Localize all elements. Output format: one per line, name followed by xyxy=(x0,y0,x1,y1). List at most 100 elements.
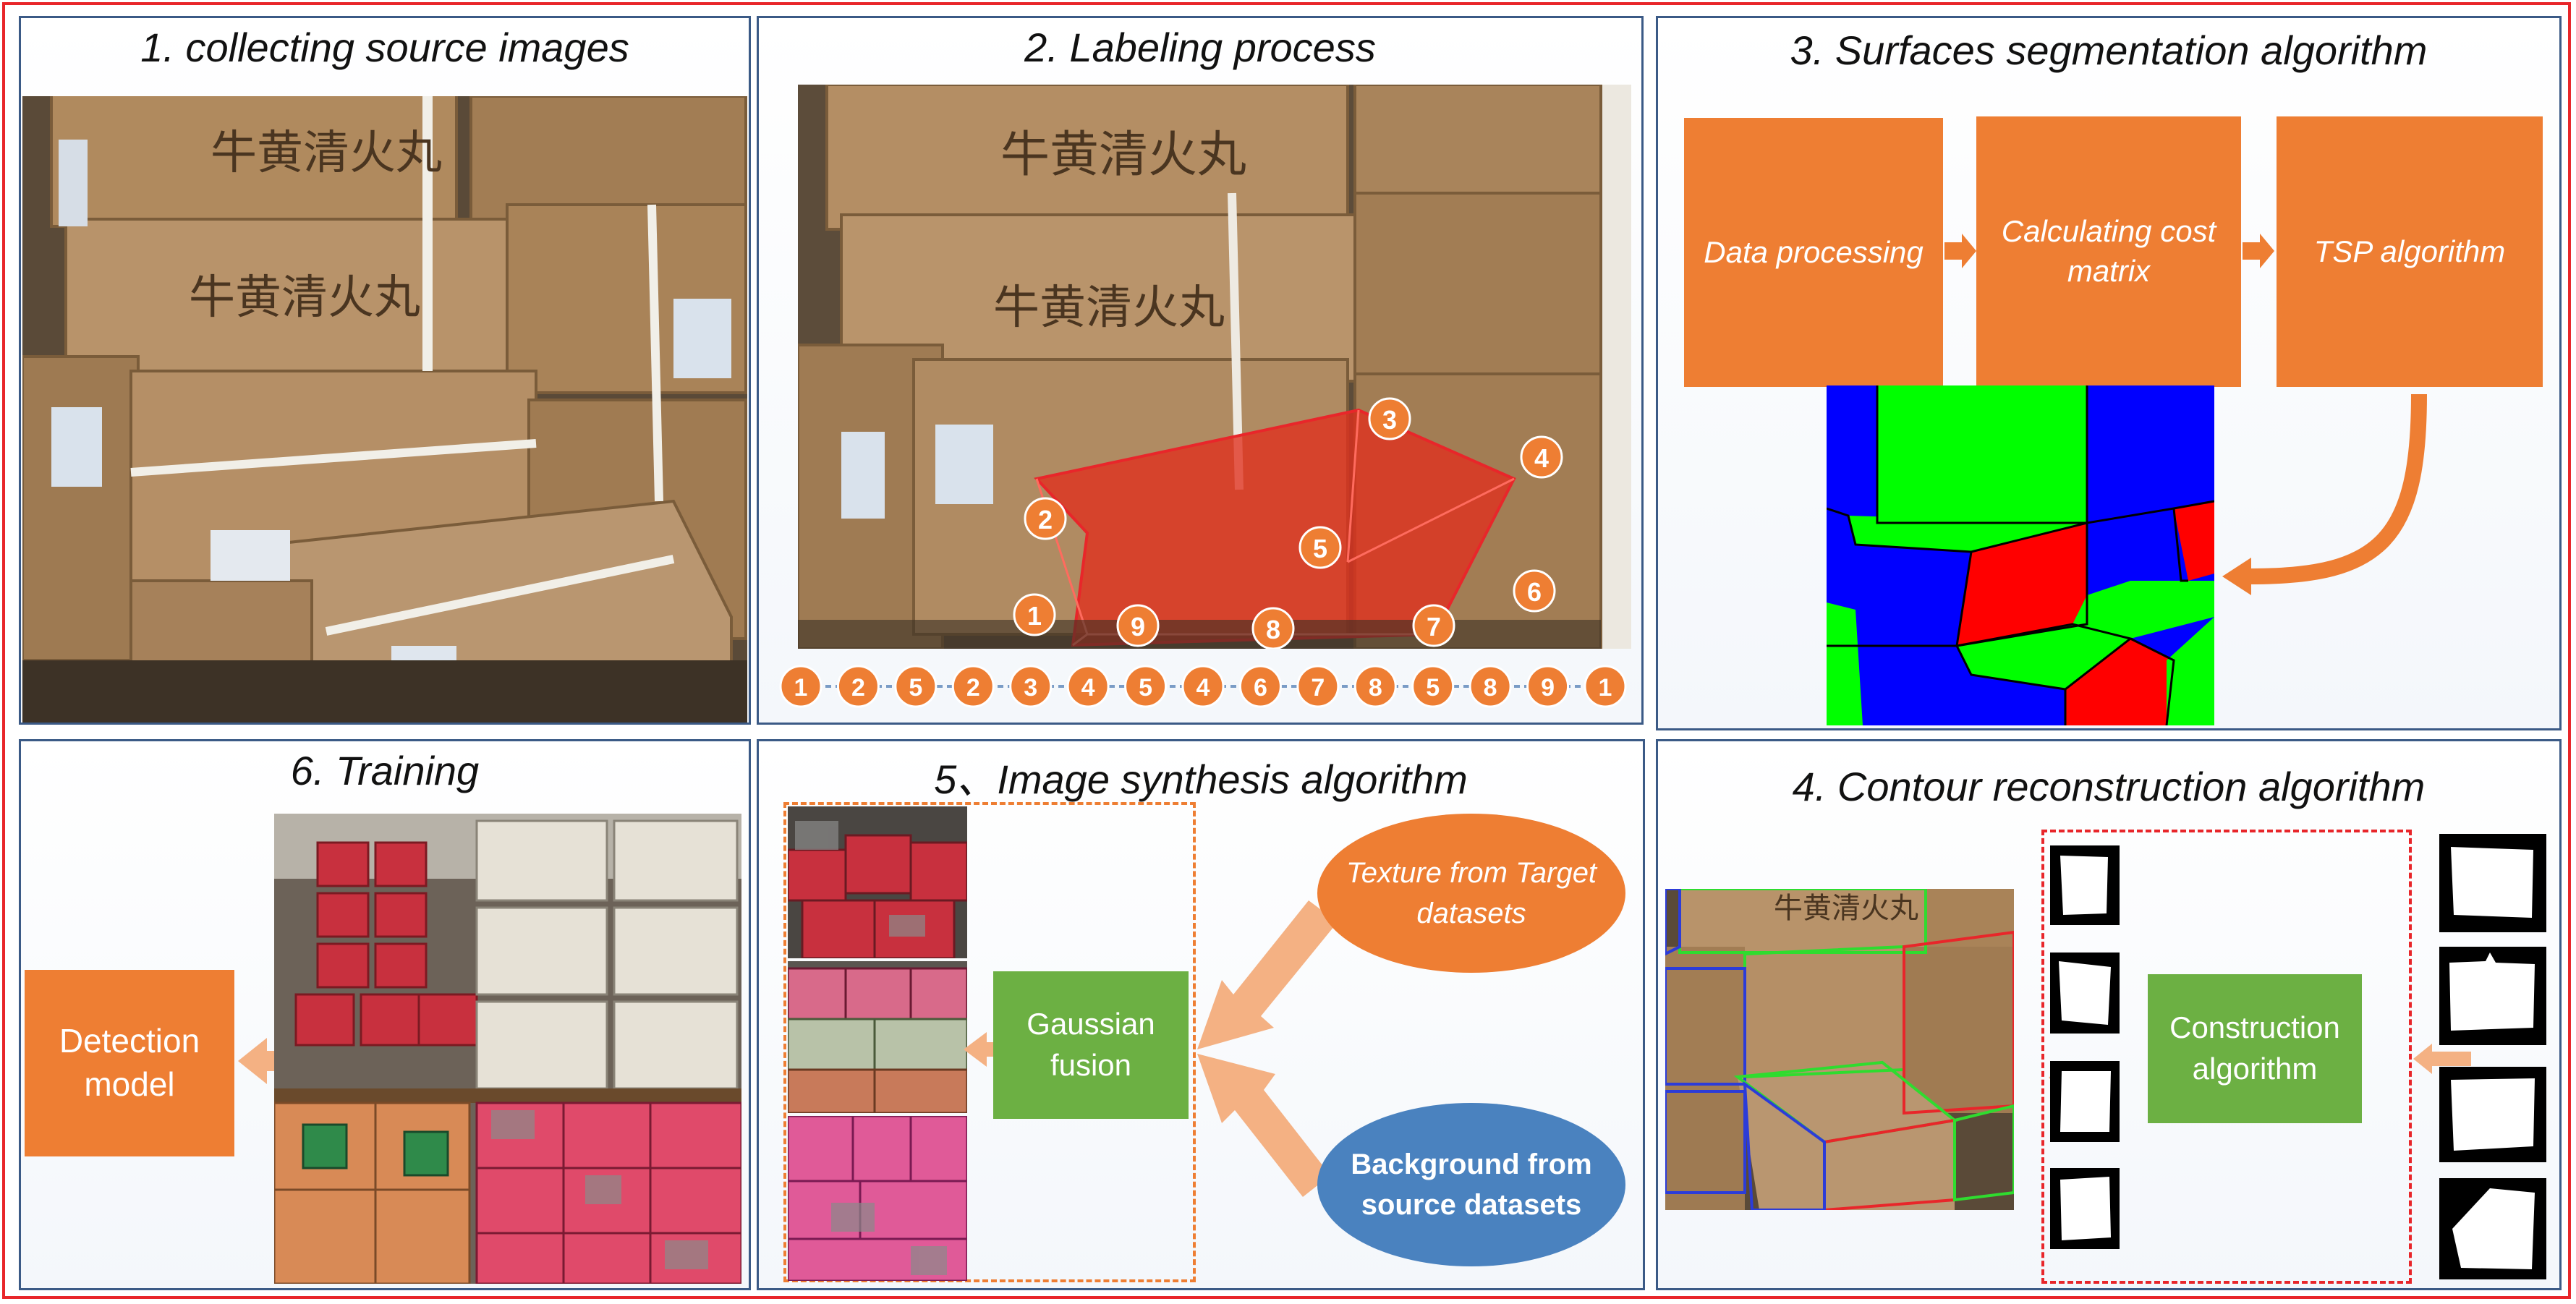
panel-collecting-source-images: 1. collecting source images xyxy=(19,16,751,725)
sequence-step: 8 xyxy=(1353,665,1397,708)
sequence-step-label: 8 xyxy=(1484,674,1497,702)
sequence-step: 5 xyxy=(894,665,938,708)
sequence-step: 2 xyxy=(836,665,880,708)
fusion-input-arrows xyxy=(1197,900,1338,1197)
point-marker-1: 1 xyxy=(1013,593,1056,636)
raw-mask-2 xyxy=(2439,947,2546,1045)
synthesized-images-group xyxy=(783,802,1196,1282)
step-calculating-cost-matrix: Calculating cost matrix xyxy=(1976,116,2241,387)
arrow-icon xyxy=(1197,900,1338,1049)
sequence-step-label: 1 xyxy=(794,674,808,702)
svg-text:4: 4 xyxy=(1534,443,1549,473)
box-print-text: 牛黄清火丸 xyxy=(993,281,1225,333)
sequence-step: 4 xyxy=(1181,665,1225,708)
point-marker-3: 3 xyxy=(1368,397,1411,440)
panel-contour-reconstruction: 4. Contour reconstruction algorithm 牛黄清火… xyxy=(1656,739,2562,1290)
box-print-text: 牛黄清火丸 xyxy=(1000,127,1246,182)
synthesized-image-1 xyxy=(788,806,967,958)
box-print-text: 牛黄清火丸 xyxy=(189,271,420,323)
sequence-step-label: 5 xyxy=(909,674,922,702)
panel-title: 6. Training xyxy=(290,748,480,793)
sequence-step-label: 2 xyxy=(851,674,865,702)
initial-mask-2 xyxy=(2050,953,2120,1034)
step-data-processing: Data processing xyxy=(1684,118,1943,387)
sequence-step: 5 xyxy=(1124,665,1168,708)
sequence-step: 7 xyxy=(1296,665,1340,708)
point-marker-4: 4 xyxy=(1520,435,1563,479)
arrow-right-icon xyxy=(1944,234,1976,268)
sequence-step-label: 6 xyxy=(1254,674,1267,702)
svg-text:1: 1 xyxy=(1027,601,1042,631)
box-print-text: 牛黄清火丸 xyxy=(211,127,442,179)
sequence-step-label: 8 xyxy=(1369,674,1382,702)
panel-title: 1. collecting source images xyxy=(140,25,629,70)
synthesized-image-2 xyxy=(788,961,967,1113)
point-marker-8: 8 xyxy=(1251,607,1295,649)
svg-text:8: 8 xyxy=(1266,615,1280,644)
arrow-left-icon xyxy=(2222,558,2251,595)
segmentation-arrows xyxy=(1944,234,2427,595)
svg-text:3: 3 xyxy=(1382,405,1397,435)
box-print-text: 牛黄清火丸 xyxy=(1774,892,1918,924)
panel-surfaces-segmentation: 3. Surfaces segmentation algorithm Data … xyxy=(1656,16,2562,730)
sequence-step: 6 xyxy=(1238,665,1282,708)
sequence-step-label: 9 xyxy=(1541,674,1555,702)
initial-mask-1 xyxy=(2050,845,2120,925)
curved-arrow-path xyxy=(2250,393,2427,584)
sequence-step-label: 2 xyxy=(966,674,980,702)
gaussian-fusion-box: Gaussian fusion xyxy=(993,971,1189,1119)
point-marker-7: 7 xyxy=(1412,604,1455,647)
sequence-step: 1 xyxy=(1584,665,1627,708)
sequence-step-label: 7 xyxy=(1311,674,1325,702)
svg-text:5: 5 xyxy=(1313,534,1327,563)
panel-training: 6. Training Detection model xyxy=(19,739,751,1290)
sequence-step-label: 3 xyxy=(1024,674,1037,702)
training-dataset-photo xyxy=(274,814,741,1284)
raw-mask-4 xyxy=(2439,1178,2546,1279)
background-source-ellipse: Background from source datasets xyxy=(1317,1103,1625,1266)
sequence-step-label: 4 xyxy=(1196,674,1210,702)
sequence-step-label: 5 xyxy=(1139,674,1152,702)
panel-title: 4. Contour reconstruction algorithm xyxy=(1792,764,2426,809)
point-marker-2: 2 xyxy=(1024,497,1067,540)
sequence-step: 8 xyxy=(1468,665,1512,708)
arrow-icon xyxy=(1197,1054,1330,1197)
source-warehouse-photo: 牛黄清火丸 牛黄清火丸 xyxy=(22,96,747,723)
sequence-step: 1 xyxy=(779,665,822,708)
panel-title: 2. Labeling process xyxy=(1024,25,1376,70)
panel-labeling-process: 2. Labeling process 牛黄清火丸 牛黄清火丸 xyxy=(757,16,1644,725)
arrow-right-icon xyxy=(2243,234,2274,268)
sequence-step: 2 xyxy=(951,665,995,708)
sequence-step: 3 xyxy=(1009,665,1053,708)
labeling-photo: 牛黄清火丸 牛黄清火丸 1 2 3 4 5 6 7 8 9 xyxy=(798,85,1631,649)
step-tsp-algorithm: TSP algorithm xyxy=(2277,116,2543,387)
construction-algorithm-box: Construction algorithm xyxy=(2148,974,2362,1123)
sequence-step-label: 5 xyxy=(1426,674,1440,702)
sequence-step: 4 xyxy=(1066,665,1110,708)
panel-image-synthesis: 5、Image synthesis algorithm Gaussian fus… xyxy=(757,739,1645,1290)
arrow-left-icon xyxy=(238,1038,296,1084)
sequence-step-label: 4 xyxy=(1081,674,1095,702)
svg-text:6: 6 xyxy=(1527,577,1542,607)
labeling-sequence-strip: 1 2 5 2 3 4 5 4 6 7 8 5 8 9 1 xyxy=(779,665,1627,708)
point-marker-9: 9 xyxy=(1116,604,1160,647)
svg-text:7: 7 xyxy=(1427,612,1441,642)
raw-mask-1 xyxy=(2439,834,2546,932)
contour-masks-group xyxy=(2041,830,2412,1284)
point-marker-5: 5 xyxy=(1298,526,1342,569)
sequence-step-label: 1 xyxy=(1599,674,1612,702)
sequence-step: 9 xyxy=(1526,665,1570,708)
reconstructed-contours-photo: 牛黄清火丸 xyxy=(1665,889,2014,1210)
synthesized-image-3 xyxy=(788,1116,967,1281)
segmentation-result-image xyxy=(1827,385,2214,725)
raw-mask-3 xyxy=(2439,1067,2546,1162)
sequence-step: 5 xyxy=(1411,665,1455,708)
svg-text:2: 2 xyxy=(1038,505,1053,534)
panel-title: 5、Image synthesis algorithm xyxy=(934,757,1468,802)
initial-mask-4 xyxy=(2050,1168,2120,1249)
detection-model-box: Detection model xyxy=(25,970,234,1156)
texture-source-ellipse: Texture from Target datasets xyxy=(1317,814,1625,973)
panel-title: 3. Surfaces segmentation algorithm xyxy=(1790,27,2428,73)
initial-mask-3 xyxy=(2050,1061,2120,1142)
